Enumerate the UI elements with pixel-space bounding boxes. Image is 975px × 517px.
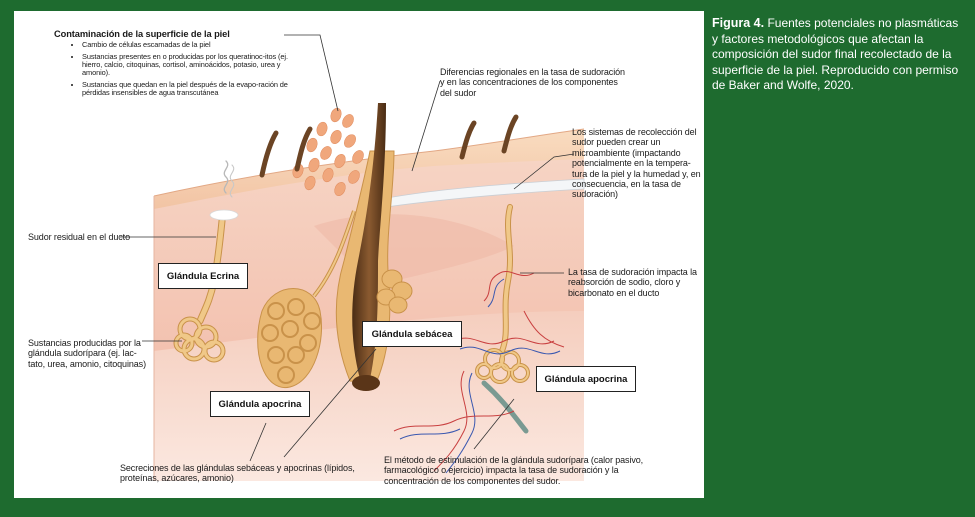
- contamination-list: Cambio de células escamadas de la piel S…: [54, 41, 299, 97]
- figure-label: Figura 4.: [712, 16, 765, 30]
- sebaceous-gland-box: Glándula sebácea: [362, 321, 462, 347]
- leader-lines: [120, 34, 575, 462]
- contamination-title: Contaminación de la superficie de la pie…: [54, 29, 230, 39]
- contamination-item: Cambio de células escamadas de la piel: [82, 41, 299, 50]
- skin-diagram: [120, 34, 585, 481]
- regional-differences-label: Diferencias regionales en la tasa de sud…: [440, 67, 625, 98]
- apocrine-gland-right-box: Glándula apocrina: [536, 366, 636, 392]
- figure-panel: Contaminación de la superficie de la pie…: [14, 11, 704, 498]
- sebaceous-gland-shape: [376, 269, 413, 314]
- eccrine-gland-box: Glándula Ecrina: [158, 263, 248, 289]
- reabsorption-label: La tasa de sudoración impacta la reabsor…: [568, 267, 697, 298]
- residual-sweat-label: Sudor residual en el ducto: [28, 232, 130, 242]
- contamination-item: Sustancias presentes en o producidas por…: [82, 52, 299, 78]
- gland-substances-label: Sustancias producidas por la glándula su…: [28, 338, 146, 369]
- apocrine-gland-left-shape: [257, 210, 356, 388]
- figure-caption: Figura 4. Fuentes potenciales no plasmát…: [712, 16, 967, 94]
- contamination-item: Sustancias que quedan en la piel después…: [82, 80, 299, 98]
- collection-systems-label: Los sistemas de recolección del sudor pu…: [572, 127, 701, 200]
- secretions-label: Secreciones de las glándulas sebáceas y …: [120, 463, 355, 484]
- caption-text: Fuentes potenciales no plasmáticas y fac…: [712, 16, 959, 93]
- blood-vessels: [393, 271, 565, 474]
- surface-hairs: [259, 114, 519, 178]
- sweat-collection-patch: [381, 178, 585, 208]
- contamination-block: Contaminación de la superficie de la pie…: [54, 29, 299, 100]
- shed-skin-cells: [292, 107, 364, 196]
- stimulation-method-label: El método de estimulación de la glándula…: [384, 455, 644, 486]
- apocrine-gland-left-box: Glándula apocrina: [210, 391, 310, 417]
- apocrine-gland-right-shape: [475, 204, 530, 434]
